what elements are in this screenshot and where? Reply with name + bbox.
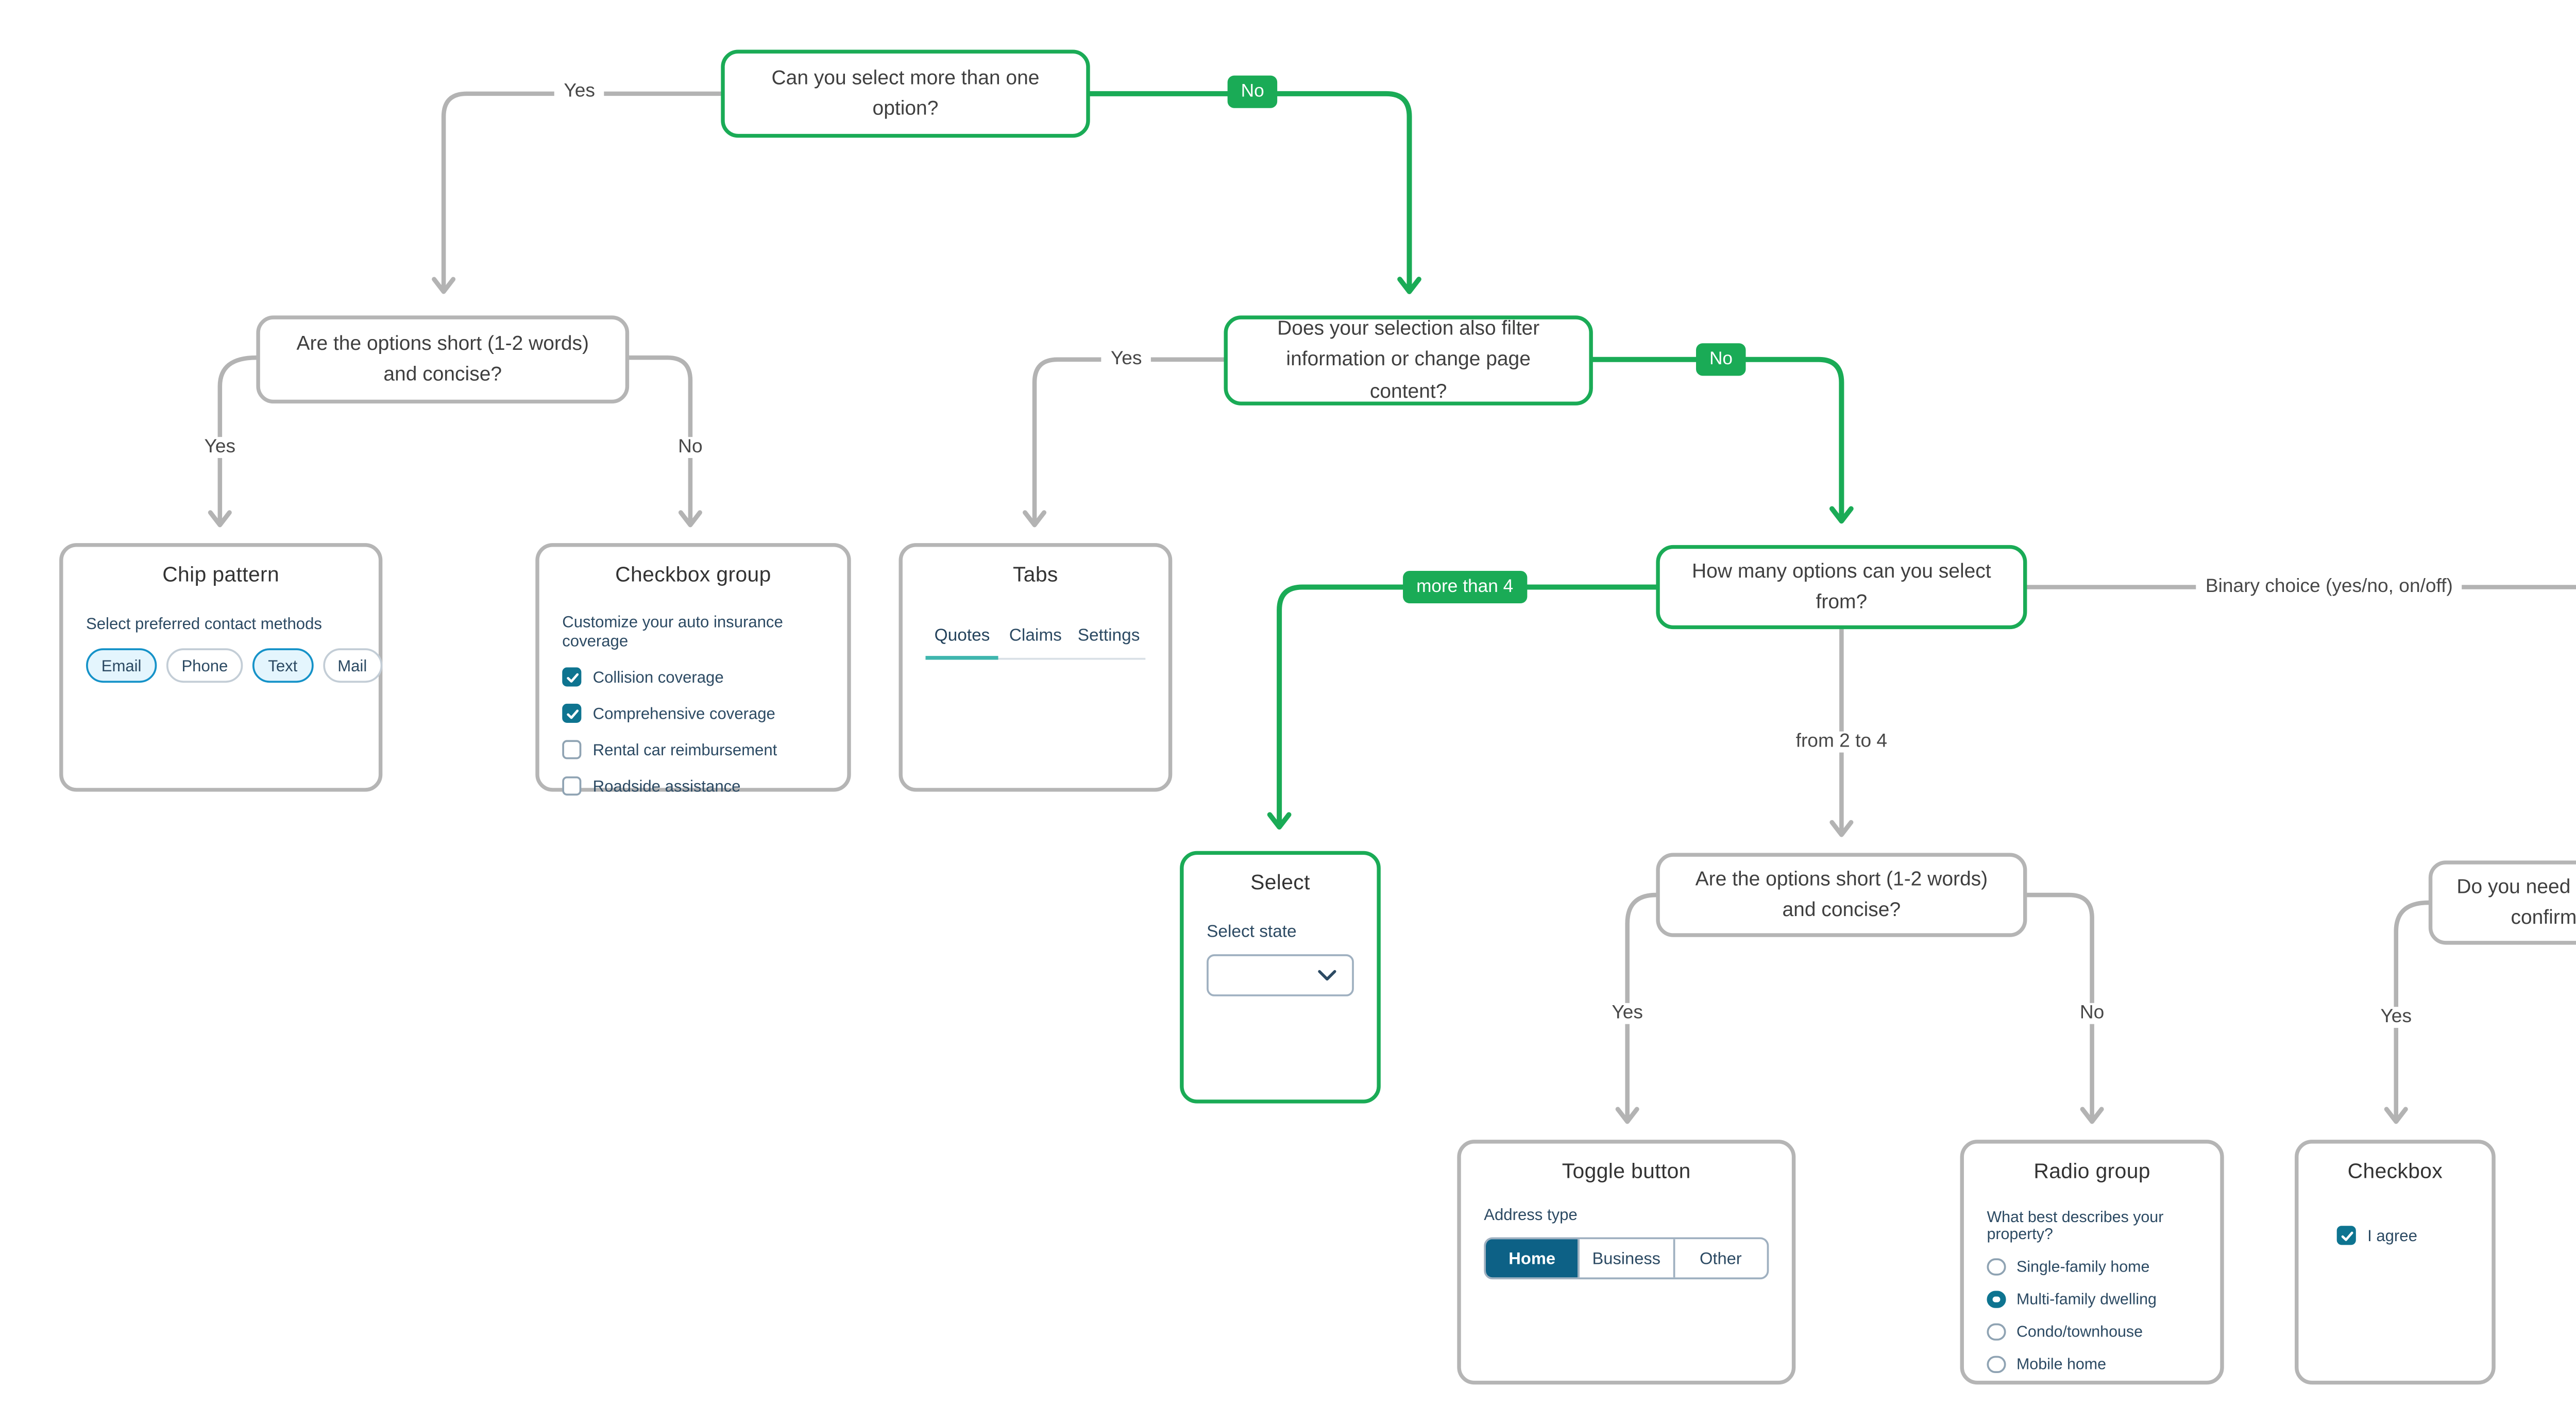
check-icon [566, 672, 578, 682]
radio-option-label: Single-family home [2016, 1258, 2150, 1275]
radio-option[interactable]: Multi-family dwelling [1987, 1290, 2197, 1308]
checkbox-option-label: Collision coverage [592, 667, 724, 687]
card-title: Checkbox group [615, 564, 771, 587]
edge-label-q5-no: No [2070, 1003, 2114, 1024]
edge-label-q1-yes: Yes [554, 81, 605, 103]
question-selection-filters: Does your selection also filter informat… [1224, 315, 1593, 405]
segmented-control: Home Business Other [1484, 1237, 1769, 1280]
card-title: Tabs [1012, 564, 1058, 587]
chip-mail[interactable]: Mail [322, 648, 382, 683]
tab-bar: Quotes Claims Settings [925, 618, 1146, 660]
checkbox-group-label: Customize your auto insurance coverage [562, 612, 783, 650]
toggle-group-label: Address type [1484, 1205, 1578, 1224]
tab-settings[interactable]: Settings [1077, 625, 1140, 645]
check-icon [566, 708, 578, 718]
segment-other[interactable]: Other [1672, 1239, 1767, 1278]
checkbox-option[interactable]: Comprehensive coverage [562, 703, 824, 723]
radio-unselected-icon[interactable] [1987, 1355, 2005, 1374]
segment-home[interactable]: Home [1485, 1239, 1579, 1278]
checkbox-option-label: I agree [2367, 1226, 2417, 1245]
radio-group-label: What best describes your property? [1987, 1208, 2164, 1243]
card-select: Select Select state [1180, 851, 1381, 1104]
checkbox-checked-icon[interactable] [2336, 1226, 2356, 1245]
radio-option[interactable]: Condo/townhouse [1987, 1322, 2197, 1341]
card-tabs: Tabs Quotes Claims Settings [899, 543, 1173, 792]
edge-label-q6-yes: Yes [2370, 1007, 2421, 1028]
checkbox-option-label: Roadside assistance [592, 776, 741, 796]
checkbox-option-label: Rental car reimbursement [592, 740, 777, 759]
card-title: Toggle button [1562, 1161, 1691, 1184]
select-input[interactable] [1207, 954, 1354, 996]
question-confirm-action: Do you need an additional action to conf… [2428, 860, 2576, 945]
card-title: Radio group [2033, 1161, 2150, 1184]
card-checkbox: Checkbox I agree [2295, 1140, 2496, 1385]
radio-unselected-icon[interactable] [1987, 1322, 2005, 1341]
question-options-short-1: Are the options short (1-2 words) and co… [256, 315, 630, 404]
checkbox-option[interactable]: Rental car reimbursement [562, 740, 824, 759]
check-icon [2340, 1230, 2352, 1240]
card-title: Select [1250, 872, 1310, 895]
chip-text[interactable]: Text [252, 648, 313, 683]
card-radio-group: Radio group What best describes your pro… [1960, 1140, 2224, 1385]
edge-label-from-2-to-4: from 2 to 4 [1786, 731, 1897, 753]
tab-claims[interactable]: Claims [1009, 625, 1062, 645]
checkbox-option-label: Comprehensive coverage [592, 703, 775, 723]
edge-label-binary-choice: Binary choice (yes/no, on/off) [2196, 577, 2463, 598]
edge-badge-q1-no: No [1227, 75, 1278, 108]
edge-label-q5-yes: Yes [1602, 1003, 1653, 1024]
edge-badge-q3-no: No [1696, 343, 1747, 376]
tab-quotes[interactable]: Quotes [925, 618, 999, 660]
chip-email[interactable]: Email [86, 648, 157, 683]
checkbox-option[interactable]: Collision coverage [562, 667, 824, 687]
checkbox-option[interactable]: Roadside assistance [562, 776, 824, 796]
chip-phone[interactable]: Phone [166, 648, 244, 683]
edge-label-q2-yes: Yes [194, 437, 245, 458]
edge-badge-more-than-4: more than 4 [1403, 570, 1527, 604]
card-chip-pattern: Chip pattern Select preferred contact me… [59, 543, 383, 792]
segment-business[interactable]: Business [1578, 1239, 1672, 1278]
radio-option-label: Mobile home [2016, 1355, 2106, 1373]
chip-group-label: Select preferred contact methods [86, 614, 322, 633]
radio-unselected-icon[interactable] [1987, 1257, 2005, 1276]
checkbox-unchecked-icon[interactable] [562, 740, 582, 759]
checkbox-unchecked-icon[interactable] [562, 776, 582, 796]
question-multi-select: Can you select more than one option? [721, 49, 1090, 138]
chip-row: Email Phone Text Mail [86, 648, 382, 683]
checkbox-checked-icon[interactable] [562, 667, 582, 687]
checkbox-checked-icon[interactable] [562, 703, 582, 723]
radio-option[interactable]: Mobile home [1987, 1355, 2197, 1374]
radio-option-label: Condo/townhouse [2016, 1323, 2143, 1340]
card-checkbox-group: Checkbox group Customize your auto insur… [535, 543, 851, 796]
radio-selected-icon[interactable] [1987, 1290, 2005, 1308]
question-how-many-options: How many options can you select from? [1656, 545, 2027, 630]
radio-option[interactable]: Single-family home [1987, 1257, 2197, 1276]
card-title: Checkbox [2347, 1161, 2443, 1184]
edge-label-q3-yes: Yes [1101, 349, 1152, 370]
select-label: Select state [1207, 922, 1297, 941]
card-title: Chip pattern [162, 564, 280, 587]
chevron-down-icon [1318, 970, 1336, 981]
edge-label-q2-no: No [668, 437, 713, 458]
radio-option-label: Multi-family dwelling [2016, 1290, 2157, 1308]
question-options-short-2: Are the options short (1-2 words) and co… [1656, 853, 2027, 937]
card-toggle-button: Toggle button Address type Home Business… [1457, 1140, 1796, 1385]
checkbox-option[interactable]: I agree [2336, 1226, 2469, 1245]
